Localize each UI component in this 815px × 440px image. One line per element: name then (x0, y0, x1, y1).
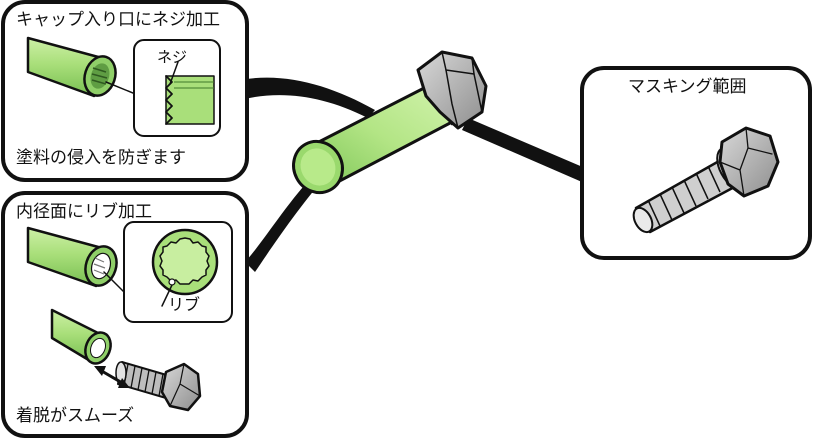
inner-rib-title: 内径面にリブ加工 (16, 201, 152, 222)
connector-lines (240, 77, 585, 272)
double-arrow-icon (94, 366, 130, 388)
threaded-cap-illustration (26, 36, 151, 101)
thread-detail-illustration (165, 61, 215, 125)
callout-masking-range: マスキング範囲 (580, 66, 812, 260)
thread-detail-label: ネジ (157, 48, 187, 66)
callout-cap-thread: キャップ入り口にネジ加工 ネジ 塗料の侵入を防ぎます (1, 0, 249, 182)
main-cap-assembly (292, 50, 488, 195)
inner-rib-caption: 着脱がスムーズ (16, 406, 134, 426)
cap-and-bolt-illustration (50, 308, 202, 412)
main-hex-nut (416, 50, 488, 130)
rib-detail-label: リブ (168, 295, 200, 314)
rib-detail-illustration (151, 228, 219, 307)
cap-thread-title: キャップ入り口にネジ加工 (16, 10, 220, 30)
masked-bolt-illustration (632, 126, 780, 234)
masking-range-title: マスキング範囲 (628, 77, 747, 97)
callout-inner-rib: 内径面にリブ加工 リブ (1, 191, 249, 438)
cap-thread-caption: 塗料の侵入を防ぎます (16, 147, 186, 168)
